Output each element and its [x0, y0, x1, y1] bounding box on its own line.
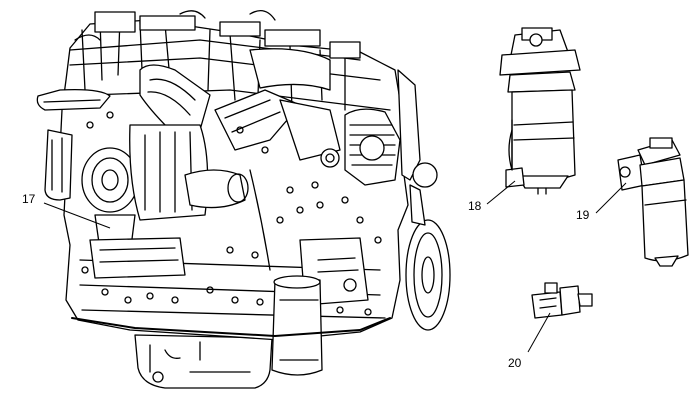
callout-label-19: 19: [576, 208, 590, 222]
leader-lines: [43, 180, 627, 353]
primary-fuel-filter: [499, 27, 581, 195]
callout-label-17: 17: [22, 192, 36, 206]
secondary-fuel-filter: [617, 137, 689, 267]
engine-assembly: [36, 9, 451, 389]
callout-label-18: 18: [468, 199, 482, 213]
primary-fuel-filter-sensor: [505, 167, 525, 188]
pressure-switch-part: [531, 282, 593, 319]
callout-label-20: 20: [508, 356, 522, 370]
engine-bolts: [81, 111, 382, 316]
